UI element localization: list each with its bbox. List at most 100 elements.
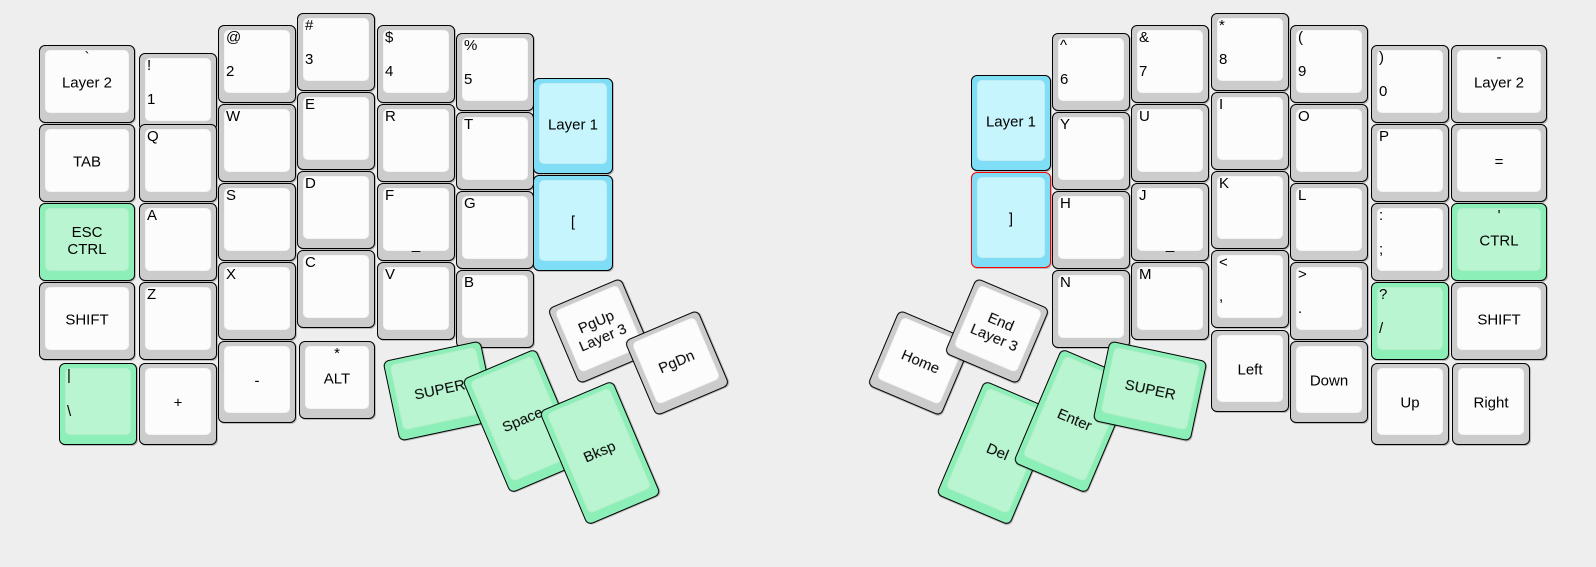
right-r-c4-r5[interactable]: Left (1211, 330, 1289, 412)
key-legends: G (457, 192, 533, 268)
left-l-c1-r1[interactable]: `Layer 2 (39, 45, 135, 123)
right-r-c2-r1[interactable]: ^6 (1052, 33, 1130, 111)
right-r-c3-r4[interactable]: M (1131, 262, 1209, 340)
key-legends: R (378, 105, 454, 181)
right-r-c4-r3[interactable]: K (1211, 171, 1289, 249)
right-r-c6-r1[interactable]: )0 (1371, 45, 1449, 123)
left-l-c2-r3[interactable]: A (139, 203, 217, 281)
key-legend-top: R (385, 108, 396, 125)
left-l-c4-r2[interactable]: E (297, 92, 375, 170)
left-l-c7-r2[interactable]: [ (533, 175, 613, 271)
right-r-c7-r1[interactable]: -Layer 2 (1451, 45, 1547, 123)
right-r-c7-r2[interactable]: = (1451, 124, 1547, 202)
left-l-c4-r4[interactable]: C (297, 250, 375, 328)
right-r-c5-r5[interactable]: Down (1290, 341, 1368, 423)
key-legend-center: Down (1309, 372, 1349, 390)
key-legends: H (1053, 192, 1129, 268)
key-legends: L (1291, 184, 1367, 260)
key-legends: TAB (40, 125, 134, 201)
left-l-c1-r4[interactable]: SHIFT (39, 282, 135, 360)
left-l-c2-r4[interactable]: Z (139, 282, 217, 360)
right-r-c2-r3[interactable]: H (1052, 191, 1130, 269)
right-r-c7-r4[interactable]: SHIFT (1451, 282, 1547, 360)
left-l-c6-r2[interactable]: T (456, 112, 534, 190)
left-l-c3-r2[interactable]: W (218, 104, 296, 182)
key-legends: )0 (1372, 46, 1448, 122)
key-legend-center: CTRL (1479, 232, 1519, 250)
key-legend-top: E (305, 96, 316, 113)
key-legend-stacked: ESC CTRL (67, 224, 107, 258)
left-l-c5-r1[interactable]: $4 (377, 25, 455, 103)
right-r-c2-r2[interactable]: Y (1052, 112, 1130, 190)
keycap-surface (539, 83, 607, 164)
right-r-c3-r1[interactable]: &7 (1131, 25, 1209, 103)
keycap-surface (1058, 117, 1124, 180)
key-legend-bottom: 4 (385, 63, 394, 80)
key-legend-bottom: 8 (1219, 51, 1228, 68)
right-r-c2-r4[interactable]: N (1052, 270, 1130, 348)
left-l-c3-r4[interactable]: X (218, 262, 296, 340)
key-legend-bottom: \ (67, 403, 72, 420)
left-l-c2-r5[interactable]: + (139, 363, 217, 445)
left-l-c4-r1[interactable]: #3 (297, 13, 375, 91)
key-legends: Y (1053, 113, 1129, 189)
right-r-c3-r3[interactable]: J_ (1131, 183, 1209, 261)
keycap-surface (303, 18, 369, 81)
right-r-c5-r3[interactable]: L (1290, 183, 1368, 261)
left-l-c3-r1[interactable]: @2 (218, 25, 296, 103)
keycap-surface (303, 255, 369, 318)
keycap-surface (1217, 97, 1283, 160)
keycap-surface (1457, 50, 1541, 113)
keycap-surface (1377, 208, 1443, 271)
right-r-c5-r4[interactable]: >. (1290, 262, 1368, 340)
keycap-surface (1296, 30, 1362, 93)
left-l-c4-r5[interactable]: *ALT (299, 341, 375, 419)
left-l-c7-r1[interactable]: Layer 1 (533, 78, 613, 174)
left-l-c5-r3[interactable]: F_ (377, 183, 455, 261)
key-legends: *ALT (300, 342, 374, 418)
left-l-c3-r3[interactable]: S (218, 183, 296, 261)
left-l-c3-r5[interactable]: - (218, 341, 296, 423)
left-l-c5-r4[interactable]: V (377, 262, 455, 340)
right-r-c5-r1[interactable]: (9 (1290, 25, 1368, 103)
left-l-c1-r3[interactable]: ESC CTRL (39, 203, 135, 281)
right-r-c4-r2[interactable]: I (1211, 92, 1289, 170)
key-legend-top: ` (84, 49, 90, 66)
key-legends: J_ (1132, 184, 1208, 260)
key-legend-center: = (1494, 153, 1504, 171)
right-r-c6-r2[interactable]: P (1371, 124, 1449, 202)
left-l-c1-r5[interactable]: |\ (59, 363, 137, 445)
left-l-c6-r4[interactable]: B (456, 270, 534, 348)
right-r-c7-r3[interactable]: 'CTRL (1451, 203, 1547, 281)
right-r-c1-r2[interactable]: ] (971, 172, 1051, 268)
right-r-c4-r4[interactable]: <, (1211, 250, 1289, 328)
keycap-surface (1296, 267, 1362, 330)
key-legend-top: T (464, 116, 474, 133)
key-legends: -Layer 2 (1452, 46, 1546, 122)
keycap-surface (224, 267, 290, 330)
homing-bar-icon: _ (1165, 236, 1175, 254)
keycap-surface (1296, 346, 1362, 413)
left-l-c1-r2[interactable]: TAB (39, 124, 135, 202)
key-legend-top: < (1219, 254, 1228, 271)
right-r-c7-r5[interactable]: Right (1452, 363, 1530, 445)
right-r-c3-r2[interactable]: U (1131, 104, 1209, 182)
key-legend-stacked: End Layer 3 (967, 309, 1021, 356)
left-l-c6-r1[interactable]: %5 (456, 33, 534, 111)
right-r-c6-r5[interactable]: Up (1371, 363, 1449, 445)
right-r-c1-r1[interactable]: Layer 1 (971, 75, 1051, 171)
left-l-c6-r3[interactable]: G (456, 191, 534, 269)
left-l-c4-r3[interactable]: D (297, 171, 375, 249)
left-l-c5-r2[interactable]: R (377, 104, 455, 182)
left-l-c2-r2[interactable]: Q (139, 124, 217, 202)
keycap-surface (1457, 287, 1541, 350)
right-r-c5-r2[interactable]: O (1290, 104, 1368, 182)
key-legend-bottom: 9 (1298, 63, 1307, 80)
left-l-c2-r1[interactable]: !1 (139, 53, 217, 131)
keycap-surface (224, 30, 290, 93)
right-r-c6-r3[interactable]: :; (1371, 203, 1449, 281)
right-r-c4-r1[interactable]: *8 (1211, 13, 1289, 91)
right-r-c6-r4[interactable]: ?/ (1371, 282, 1449, 360)
key-legend-top: M (1139, 266, 1152, 283)
